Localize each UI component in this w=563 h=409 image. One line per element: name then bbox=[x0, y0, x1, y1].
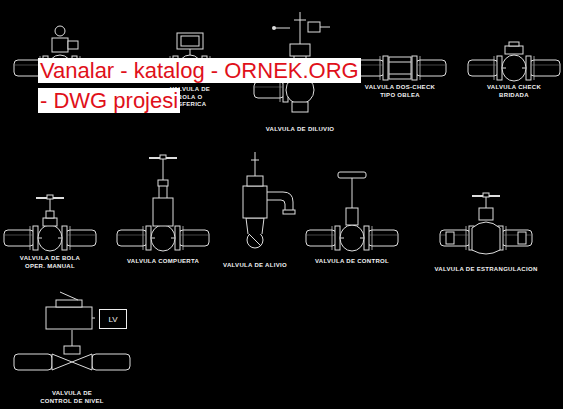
instrument-box: LV bbox=[99, 309, 127, 329]
valve-label: VALVULA DE CONTROL DE NIVEL bbox=[37, 390, 107, 405]
flanged-check-valve bbox=[468, 42, 560, 81]
gate-valve bbox=[117, 155, 209, 251]
valve-label: VALVULA DOS-CHECK TIPO OBLEA bbox=[364, 84, 436, 99]
valve-label: VALVULA DE ALIVIO bbox=[223, 262, 287, 270]
wafer-check-valve bbox=[354, 56, 446, 80]
valve-label: VALVULA DE BOLA OPER. MANUAL bbox=[18, 255, 82, 270]
watermark-box: Vanalar - katalog - ORNEK.ORG - DWG proj… bbox=[38, 56, 368, 116]
level-control-valve bbox=[14, 292, 130, 370]
watermark: Vanalar - katalog - ORNEK.ORG - DWG proj… bbox=[38, 58, 361, 113]
control-valve bbox=[306, 172, 398, 251]
valve-label: VALVULA COMPUERTA bbox=[127, 258, 199, 266]
valve-label: VALVULA CHECK BRIDADA bbox=[486, 84, 542, 99]
valve-label: VALVULA DE DILUVIO bbox=[266, 126, 335, 134]
relief-valve bbox=[243, 152, 295, 248]
valve-label: VALVULA DE CONTROL bbox=[315, 258, 389, 266]
instrument-tag: LV bbox=[108, 315, 117, 324]
throttle-valve bbox=[440, 193, 532, 254]
manual-ball-valve bbox=[4, 195, 96, 251]
valve-label: VALVULA DE ESTRANGULACION bbox=[434, 266, 537, 274]
